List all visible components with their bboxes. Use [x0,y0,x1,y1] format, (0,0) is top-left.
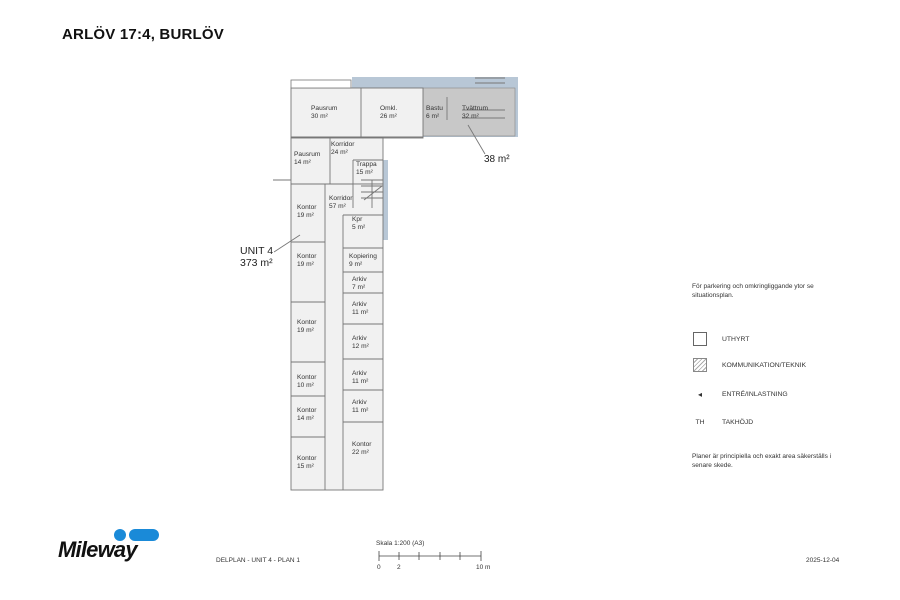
room-name: Korridor [329,195,353,202]
room-name: Arkiv [352,335,367,342]
ceiling-height-icon: TH [695,418,705,426]
room-area: 30 m² [311,113,329,120]
room-name: Tvättrum [462,105,489,112]
room-area: 15 m² [297,463,315,470]
room-area: 11 m² [352,309,369,316]
room-name: Pausrum [311,105,338,112]
scale-label: Skala 1:200 (A3) [376,540,425,547]
room-name: Arkiv [352,370,367,377]
room-name: Kontor [297,204,317,211]
interior-walls [273,77,505,490]
legend-item-takhojd: TH TAKHÖJD [692,415,753,429]
page-title: ARLÖV 17:4, BURLÖV [62,26,224,43]
room-name: Arkiv [352,276,367,283]
room-name: Kpr [352,216,363,223]
room-name: Kontor [297,253,317,260]
room-area: 57 m² [329,203,347,210]
room-area: 24 m² [331,149,349,156]
empty-box-icon [692,332,708,346]
drawing-date: 2025-12-04 [806,557,840,564]
room-area: 14 m² [294,159,312,166]
room-area: 9 m² [349,261,363,268]
room-area: 12 m² [352,343,370,350]
hatched-box-icon [692,358,708,372]
scale-tick-2: 2 [397,564,401,571]
room-area: 22 m² [352,449,370,456]
room-name: Pausrum [294,151,321,158]
room-name: Arkiv [352,399,367,406]
room-name: Kontor [297,374,317,381]
unit-area: 373 m² [240,257,273,269]
room-area: 19 m² [297,327,315,334]
brand-logo: Mileway [58,537,138,562]
room-area: 11 m² [352,378,369,385]
entrance-arrow-icon: ◂ [697,389,702,399]
room-area: 10 m² [297,382,315,389]
legend-item-entre: ◂ ENTRÉ/INLASTNING [692,387,788,401]
room-name: Korridor [331,141,355,148]
legend-item-kommunikation: KOMMUNIKATION/TEKNIK [692,358,806,372]
room-area: 11 m² [352,407,369,414]
room-name: Trappa [356,161,377,168]
room-name: Kontor [297,407,317,414]
scale-tick-10: 10 m [476,564,491,571]
room-labels: Pausrum 30 m² Omkl. 26 m² Bastu 6 m² Tvä… [294,105,489,470]
legend-item-uthyrt: UTHYRT [692,332,749,346]
drawing-title: DELPLAN - UNIT 4 - PLAN 1 [216,557,301,564]
scale-tick-0: 0 [377,564,381,571]
annex-highlight [422,87,516,137]
unit-name: UNIT 4 [240,245,274,257]
room-name: Omkl. [380,105,397,112]
room-area: 32 m² [462,113,480,120]
room-name: Arkiv [352,301,367,308]
room-name: Kontor [297,319,317,326]
mileway-logo-dots-icon [114,529,159,541]
room-name: Kopiering [349,253,377,260]
room-area: 14 m² [297,415,315,422]
scale-bar [378,551,482,561]
room-area: 19 m² [297,261,315,268]
room-area: 5 m² [352,224,366,231]
room-area: 19 m² [297,212,315,219]
room-name: Kontor [297,455,317,462]
annex-area-label: 38 m² [484,154,510,165]
unit-label: UNIT 4 373 m² [240,245,273,269]
room-area: 15 m² [356,169,374,176]
room-area: 26 m² [380,113,398,120]
building-outline [290,87,424,491]
room-area: 6 m² [426,113,440,120]
room-name: Bastu [426,105,443,112]
room-area: 7 m² [352,284,366,291]
legend-note: För parkering och omkringliggande ytor s… [692,283,814,299]
room-name: Kontor [352,441,372,448]
legend-footnote: Planer är principiella och exakt area sä… [692,453,832,469]
